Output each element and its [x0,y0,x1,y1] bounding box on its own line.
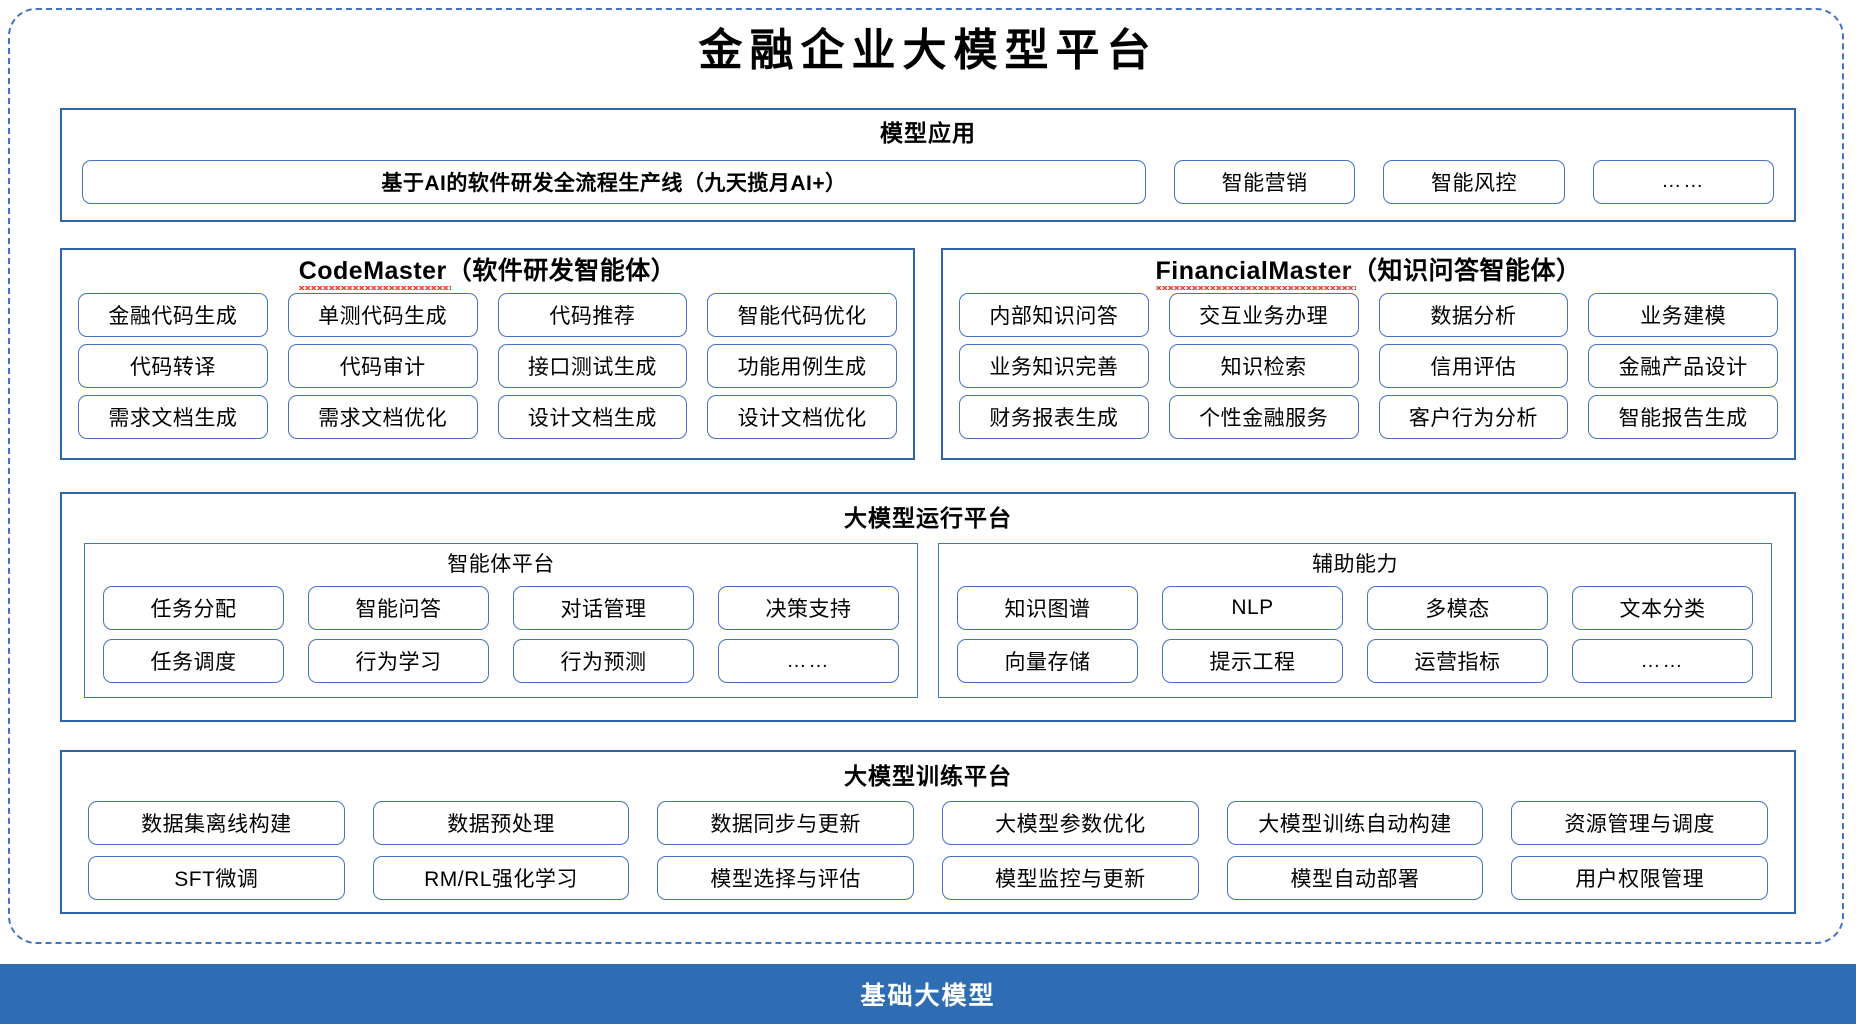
model-application-items: 基于AI的软件研发全流程生产线（九天揽月AI+） 智能营销 智能风控 …… [82,159,1774,204]
training-item-1-2[interactable]: 数据预处理 [372,800,630,845]
model-application-title: 模型应用 [880,120,976,146]
auxiliary-row-1: 知识图谱 NLP 多模态 文本分类 [957,586,1753,630]
codemaster-cap-3-4[interactable]: 设计文档优化 [707,395,897,440]
training-item-2-5[interactable]: 模型自动部署 [1226,855,1484,900]
agent-platform-item-1-4[interactable]: 决策支持 [718,586,899,630]
codemaster-cap-2-4[interactable]: 功能用例生成 [707,344,897,389]
training-platform-grid: 数据集离线构建 数据预处理 数据同步与更新 大模型参数优化 大模型训练自动构建 … [88,800,1769,900]
auxiliary-capability-title: 辅助能力 [1312,552,1398,576]
codemaster-capability-grid: 金融代码生成 单测代码生成 代码推荐 智能代码优化 代码转译 代码审计 接口测试… [78,293,897,440]
financialmaster-row-1: 内部知识问答 交互业务办理 数据分析 业务建模 [959,293,1778,338]
codemaster-cap-3-2[interactable]: 需求文档优化 [287,395,478,440]
section-agent-codemaster: CodeMaster（软件研发智能体） 金融代码生成 单测代码生成 代码推荐 智… [60,248,915,460]
auxiliary-item-1-1[interactable]: 知识图谱 [957,586,1138,630]
financialmaster-name: FinancialMaster [1155,256,1357,291]
runtime-platform-columns: 智能体平台 任务分配 智能问答 对话管理 决策支持 任务调度 行为学习 行为预测… [84,542,1772,698]
page-title: 金融企业大模型平台 [698,26,1158,75]
auxiliary-item-2-1[interactable]: 向量存储 [957,639,1138,683]
codemaster-cap-3-1[interactable]: 需求文档生成 [78,395,268,440]
diagram-outer-frame [8,8,1844,944]
training-item-2-1[interactable]: SFT微调 [88,855,345,900]
financialmaster-cap-3-1[interactable]: 财务报表生成 [959,395,1149,440]
training-item-1-3[interactable]: 数据同步与更新 [657,800,915,845]
financialmaster-cap-3-3[interactable]: 客户行为分析 [1378,395,1569,440]
agent-platform-item-1-2[interactable]: 智能问答 [308,586,489,630]
training-row-1: 数据集离线构建 数据预处理 数据同步与更新 大模型参数优化 大模型训练自动构建 … [88,800,1769,845]
financialmaster-cap-2-4[interactable]: 金融产品设计 [1588,344,1778,389]
financialmaster-cap-1-4[interactable]: 业务建模 [1588,293,1778,338]
agent-platform-item-1-1[interactable]: 任务分配 [103,586,284,630]
financialmaster-subtitle: （知识问答智能体） [1351,257,1582,285]
auxiliary-item-1-4[interactable]: 文本分类 [1572,586,1753,630]
agent-platform-row-2: 任务调度 行为学习 行为预测 …… [103,639,899,683]
financialmaster-row-2: 业务知识完善 知识检索 信用评估 金融产品设计 [959,344,1778,389]
app-item-smart-marketing[interactable]: 智能营销 [1174,159,1356,204]
agent-platform-item-2-3[interactable]: 行为预测 [513,639,694,683]
agent-platform-item-2-4[interactable]: …… [718,639,899,683]
codemaster-row-3: 需求文档生成 需求文档优化 设计文档生成 设计文档优化 [78,395,897,440]
training-row-2: SFT微调 RM/RL强化学习 模型选择与评估 模型监控与更新 模型自动部署 用… [88,855,1769,900]
codemaster-subtitle: （软件研发智能体） [446,257,677,285]
agent-platform-item-2-2[interactable]: 行为学习 [308,639,489,683]
codemaster-cap-2-2[interactable]: 代码审计 [287,344,478,389]
financialmaster-cap-3-2[interactable]: 个性金融服务 [1168,395,1359,440]
financialmaster-cap-2-3[interactable]: 信用评估 [1378,344,1569,389]
agent-platform-grid: 任务分配 智能问答 对话管理 决策支持 任务调度 行为学习 行为预测 …… [103,586,899,683]
codemaster-row-2: 代码转译 代码审计 接口测试生成 功能用例生成 [78,344,897,389]
training-item-1-1[interactable]: 数据集离线构建 [88,800,345,845]
codemaster-cap-1-3[interactable]: 代码推荐 [497,293,688,338]
financialmaster-cap-3-4[interactable]: 智能报告生成 [1588,395,1778,440]
training-item-2-3[interactable]: 模型选择与评估 [657,855,915,900]
training-platform-title: 大模型训练平台 [844,763,1012,789]
agent-platform-row-1: 任务分配 智能问答 对话管理 决策支持 [103,586,899,630]
auxiliary-item-1-2[interactable]: NLP [1162,586,1343,630]
auxiliary-row-2: 向量存储 提示工程 运营指标 …… [957,639,1753,683]
section-training-platform: 大模型训练平台 数据集离线构建 数据预处理 数据同步与更新 大模型参数优化 大模… [60,750,1796,914]
agent-platform-item-1-3[interactable]: 对话管理 [513,586,694,630]
financialmaster-cap-2-1[interactable]: 业务知识完善 [959,344,1149,389]
training-item-2-4[interactable]: 模型监控与更新 [942,855,1199,900]
financialmaster-cap-1-3[interactable]: 数据分析 [1378,293,1569,338]
training-item-2-6[interactable]: 用户权限管理 [1511,855,1769,900]
codemaster-cap-1-2[interactable]: 单测代码生成 [287,293,478,338]
runtime-platform-title: 大模型运行平台 [844,505,1012,531]
financialmaster-title: FinancialMaster（知识问答智能体） [943,256,1794,291]
training-item-1-5[interactable]: 大模型训练自动构建 [1226,800,1484,845]
codemaster-title: CodeMaster（软件研发智能体） [62,256,913,291]
agent-platform-item-2-1[interactable]: 任务调度 [103,639,284,683]
financialmaster-capability-grid: 内部知识问答 交互业务办理 数据分析 业务建模 业务知识完善 知识检索 信用评估… [959,293,1778,440]
training-item-1-6[interactable]: 资源管理与调度 [1511,800,1769,845]
codemaster-cap-1-1[interactable]: 金融代码生成 [78,293,268,338]
auxiliary-item-2-2[interactable]: 提示工程 [1162,639,1343,683]
financialmaster-cap-1-1[interactable]: 内部知识问答 [959,293,1149,338]
training-item-1-4[interactable]: 大模型参数优化 [942,800,1199,845]
runtime-group-auxiliary-capability: 辅助能力 知识图谱 NLP 多模态 文本分类 向量存储 提示工程 运营指标 …… [938,542,1772,698]
financialmaster-cap-1-2[interactable]: 交互业务办理 [1168,293,1359,338]
codemaster-cap-3-3[interactable]: 设计文档生成 [497,395,688,440]
codemaster-cap-2-1[interactable]: 代码转译 [78,344,268,389]
financialmaster-cap-2-2[interactable]: 知识检索 [1168,344,1359,389]
financialmaster-row-3: 财务报表生成 个性金融服务 客户行为分析 智能报告生成 [959,395,1778,440]
codemaster-row-1: 金融代码生成 单测代码生成 代码推荐 智能代码优化 [78,293,897,338]
section-model-application: 模型应用 基于AI的软件研发全流程生产线（九天揽月AI+） 智能营销 智能风控 … [60,108,1796,222]
app-item-more[interactable]: …… [1592,159,1774,204]
training-item-2-2[interactable]: RM/RL强化学习 [372,855,630,900]
agent-platform-title: 智能体平台 [447,552,555,576]
app-item-smart-risk-control[interactable]: 智能风控 [1383,159,1565,204]
auxiliary-item-1-3[interactable]: 多模态 [1367,586,1548,630]
section-agent-financialmaster: FinancialMaster（知识问答智能体） 内部知识问答 交互业务办理 数… [941,248,1796,460]
section-runtime-platform: 大模型运行平台 智能体平台 任务分配 智能问答 对话管理 决策支持 任务调度 行… [60,492,1796,722]
auxiliary-capability-grid: 知识图谱 NLP 多模态 文本分类 向量存储 提示工程 运营指标 …… [957,586,1753,683]
codemaster-cap-1-4[interactable]: 智能代码优化 [707,293,897,338]
base-model-bar: 基础大模型 [0,964,1856,1024]
codemaster-name: CodeMaster [298,256,451,291]
runtime-group-agent-platform: 智能体平台 任务分配 智能问答 对话管理 决策支持 任务调度 行为学习 行为预测… [84,542,918,698]
codemaster-cap-2-3[interactable]: 接口测试生成 [497,344,688,389]
auxiliary-item-2-3[interactable]: 运营指标 [1367,639,1548,683]
base-model-label: 基础大模型 [860,982,996,1010]
auxiliary-item-2-4[interactable]: …… [1572,639,1753,683]
app-item-ai-pipeline[interactable]: 基于AI的软件研发全流程生产线（九天揽月AI+） [82,159,1146,204]
